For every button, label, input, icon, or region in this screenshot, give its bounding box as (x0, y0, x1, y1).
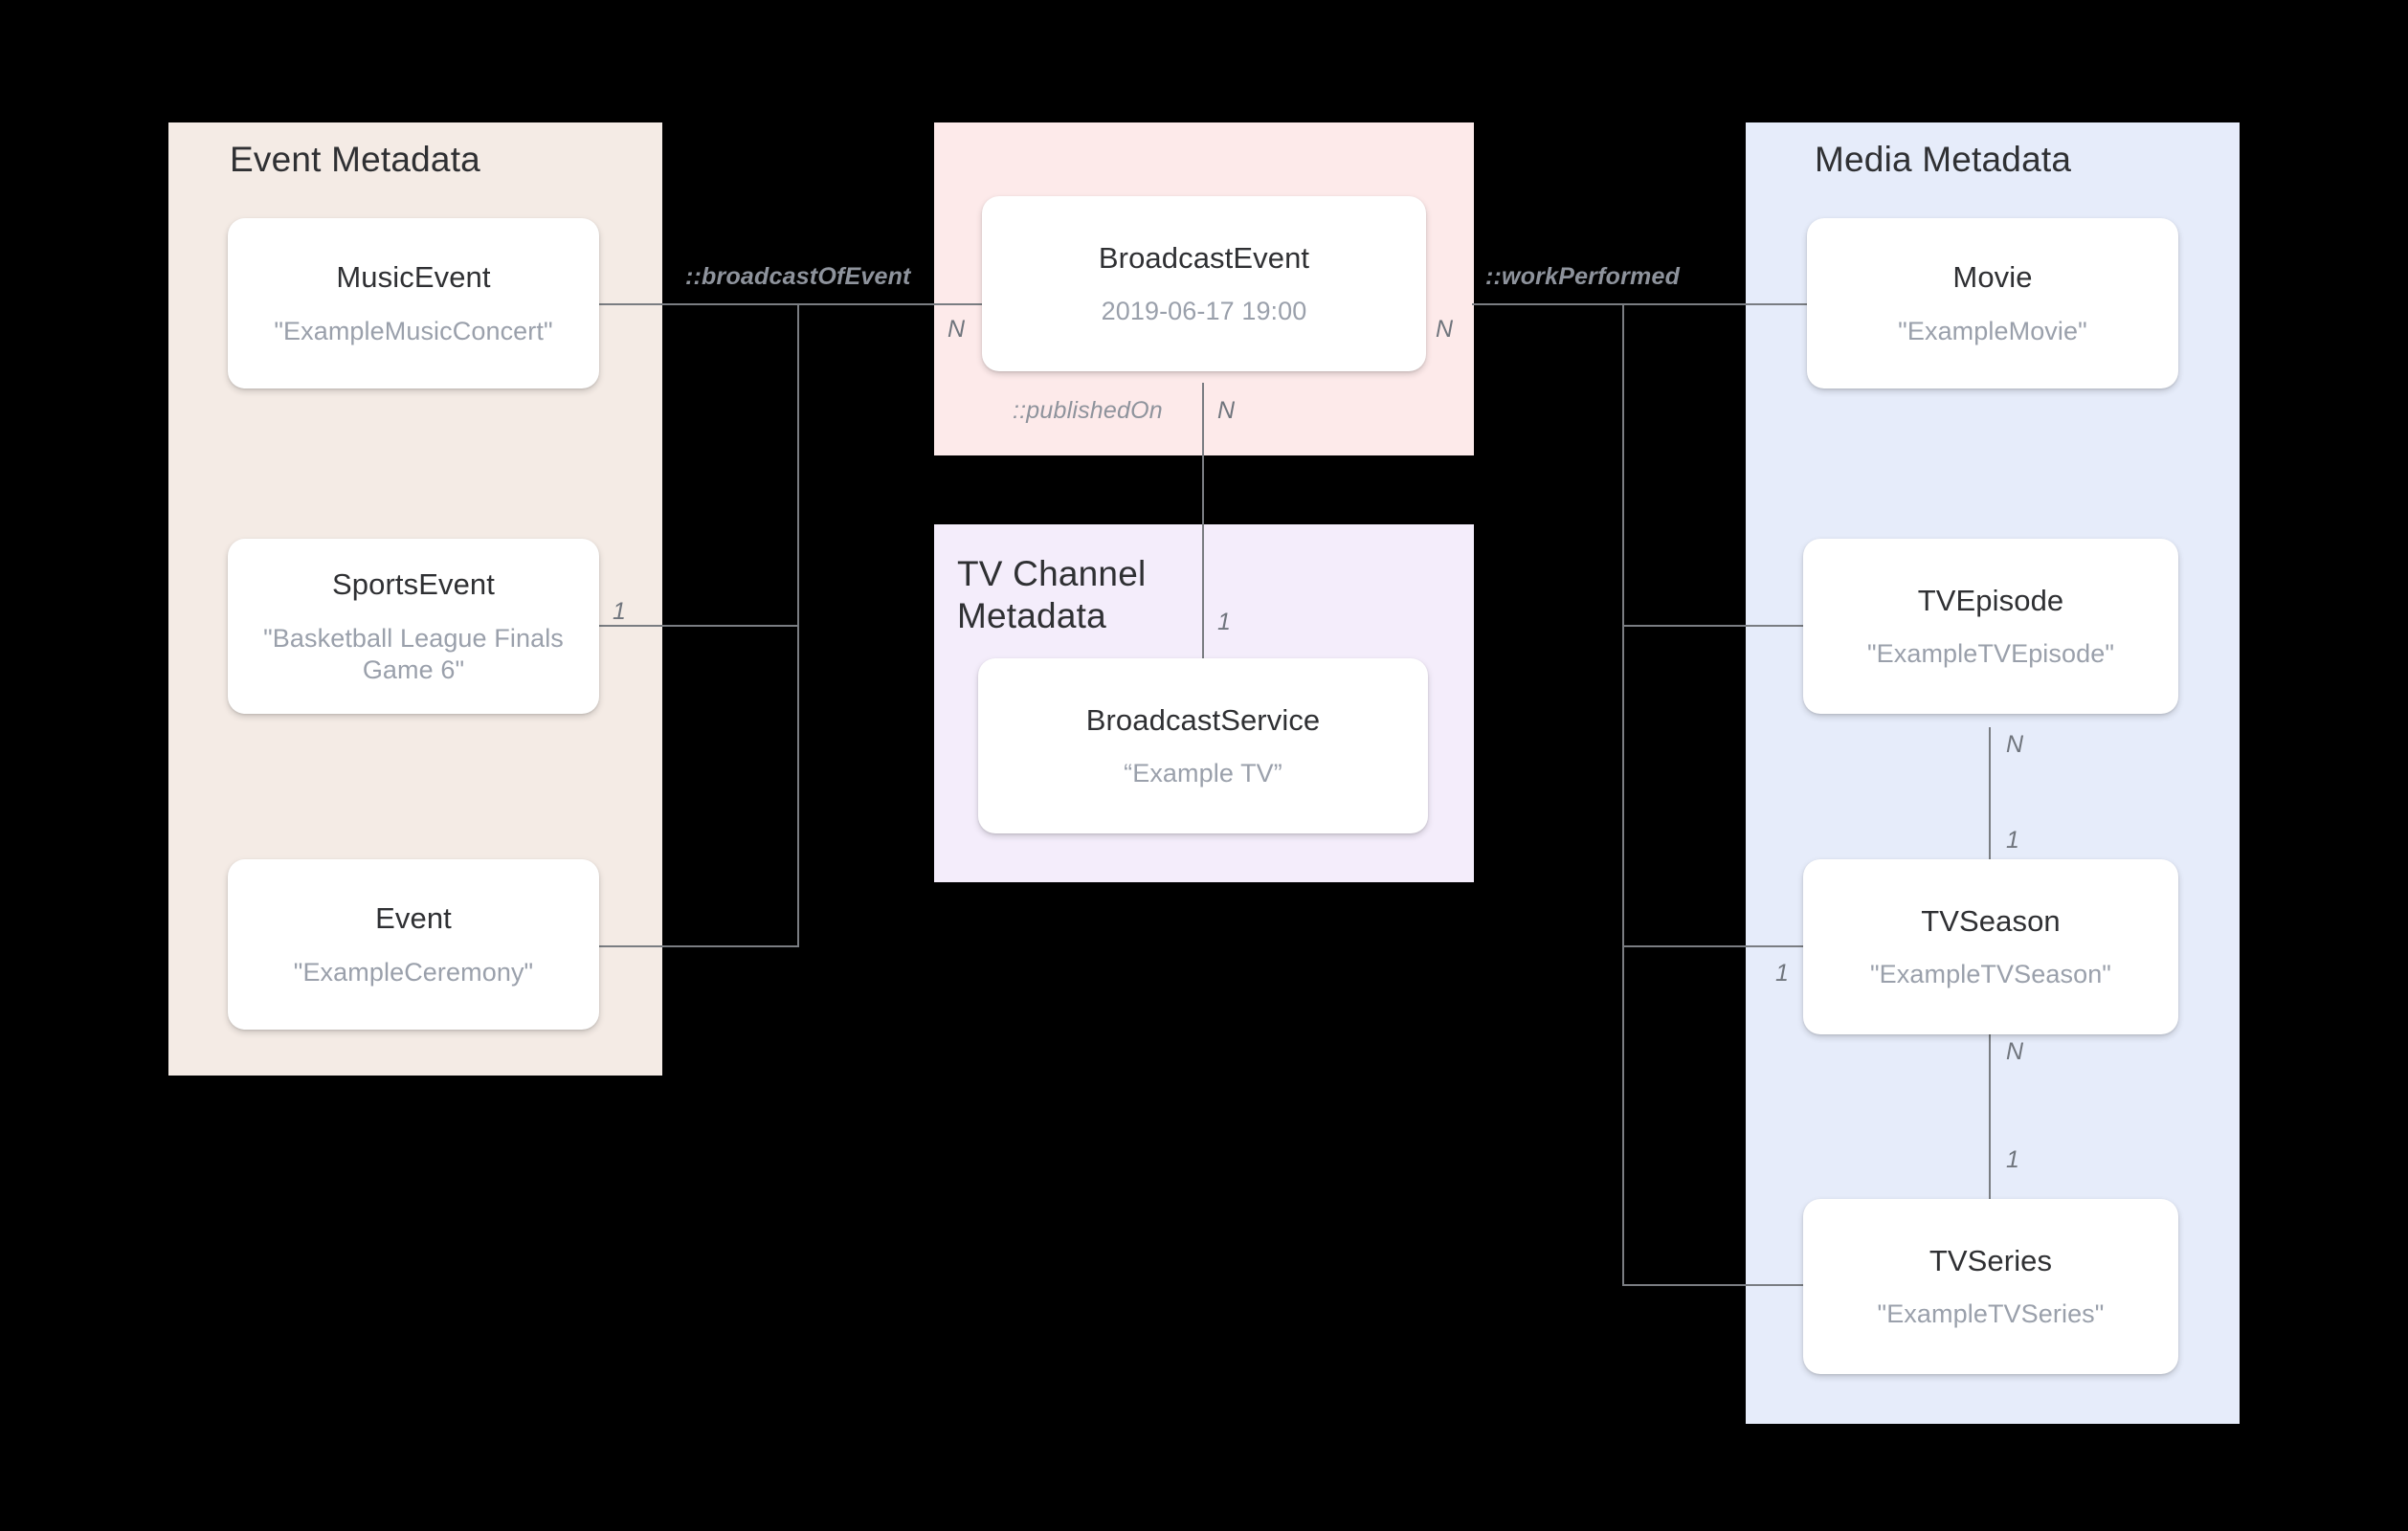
node-event-value: "ExampleCeremony" (293, 957, 534, 987)
node-broadcastservice-value: “Example TV” (1124, 759, 1282, 788)
connector-bus-to-movie (1622, 303, 1809, 305)
node-event-title: Event (375, 901, 452, 936)
node-tvseries-title: TVSeries (1929, 1243, 2053, 1277)
edge-label-broadcastofevent: ::broadcastOfEvent (685, 263, 911, 290)
multiplicity-broadcastevent-left: N (948, 316, 966, 343)
multiplicity-tvseries-1: 1 (2006, 1146, 2020, 1173)
connector-right-bus (1622, 303, 1624, 1286)
node-tvepisode-value: "ExampleTVEpisode" (1866, 639, 2115, 669)
node-musicevent-value: "ExampleMusicConcert" (274, 316, 553, 345)
multiplicity-tvseason-1-top: 1 (2006, 827, 2020, 854)
node-movie-title: Movie (1952, 260, 2033, 295)
connector-left-bus (797, 303, 799, 947)
connector-bus-to-tvseries (1622, 1284, 1809, 1286)
connector-tvseason-tvseries (1989, 1033, 1991, 1203)
node-broadcastservice-title: BroadcastService (1085, 702, 1321, 737)
node-musicevent-title: MusicEvent (336, 260, 491, 295)
connector-publishedon (1202, 383, 1204, 660)
multiplicity-tvseason-n: N (2006, 1038, 2024, 1065)
multiplicity-tvepisode-n: N (2006, 731, 2024, 758)
node-movie[interactable]: Movie "ExampleMovie" (1807, 218, 2178, 388)
node-tvseason-title: TVSeason (1921, 903, 2061, 938)
connector-bus-to-tvseason (1622, 945, 1809, 947)
connector-bus-to-broadcastevent (797, 303, 984, 305)
connector-event-stub (598, 945, 799, 947)
connector-bus-to-tvepisode (1622, 625, 1809, 627)
multiplicity-broadcastevent-right: N (1436, 316, 1454, 343)
node-tvseason-value: "ExampleTVSeason" (1870, 960, 2111, 989)
connector-sportsevent-stub (598, 625, 799, 627)
connector-tvepisode-tvseason (1989, 727, 1991, 919)
node-broadcastevent[interactable]: BroadcastEvent 2019-06-17 19:00 (982, 196, 1426, 371)
node-broadcastevent-value: 2019-06-17 19:00 (1101, 297, 1307, 326)
node-movie-value: "ExampleMovie" (1898, 316, 2087, 345)
group-title-tv-channel-metadata: TV Channel Metadata (957, 554, 1147, 635)
node-tvseason[interactable]: TVSeason "ExampleTVSeason" (1803, 859, 2178, 1034)
edge-label-workperformed: ::workPerformed (1485, 263, 1681, 290)
edge-label-publishedon: ::publishedOn (1013, 397, 1163, 424)
connector-broadcastevent-to-right-bus (1472, 303, 1625, 305)
node-tvseries[interactable]: TVSeries "ExampleTVSeries" (1803, 1199, 2178, 1374)
group-title-event-metadata: Event Metadata (230, 140, 480, 179)
node-broadcastevent-title: BroadcastEvent (1098, 240, 1310, 275)
node-tvepisode[interactable]: TVEpisode "ExampleTVEpisode" (1803, 539, 2178, 714)
group-title-media-metadata: Media Metadata (1815, 140, 2072, 179)
multiplicity-tvseason-left: 1 (1775, 960, 1790, 987)
node-tvepisode-title: TVEpisode (1917, 583, 2064, 617)
node-event[interactable]: Event "ExampleCeremony" (228, 859, 599, 1030)
node-broadcastservice[interactable]: BroadcastService “Example TV” (978, 658, 1428, 833)
multiplicity-publishedon-1: 1 (1217, 609, 1232, 635)
multiplicity-publishedon-n: N (1217, 397, 1236, 424)
connector-musicevent-stub (598, 303, 799, 305)
node-sportsevent[interactable]: SportsEvent "Basketball League Finals Ga… (228, 539, 599, 714)
node-sportsevent-value: "Basketball League Finals Game 6" (263, 623, 564, 684)
multiplicity-sportsevent: 1 (613, 598, 627, 625)
node-sportsevent-title: SportsEvent (332, 567, 495, 602)
node-tvseries-value: "ExampleTVSeries" (1877, 1299, 2105, 1329)
node-musicevent[interactable]: MusicEvent "ExampleMusicConcert" (228, 218, 599, 388)
